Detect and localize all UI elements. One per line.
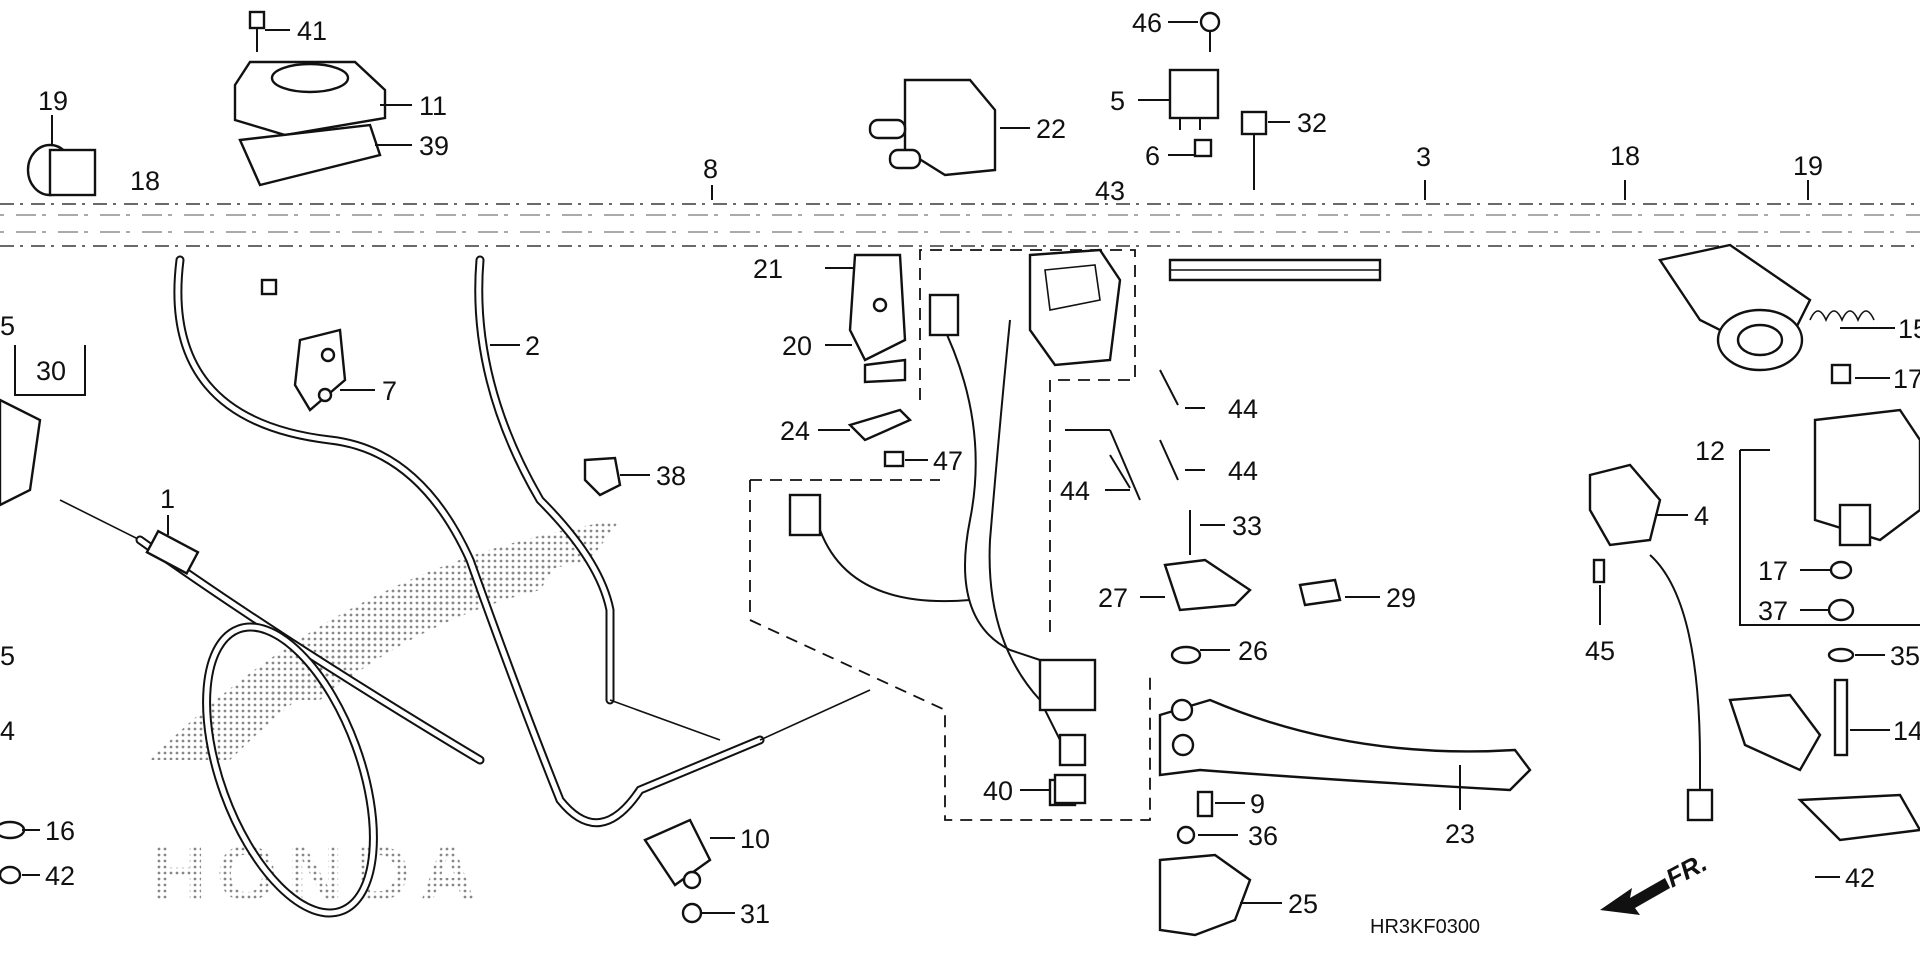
callout-18-right: 18 [1610,141,1640,171]
callout-9: 9 [1250,789,1265,819]
callout-labels: 41 11 39 19 18 22 5 6 46 32 43 8 3 18 19… [0,8,1920,929]
callout-18-left: 18 [130,166,160,196]
part-19-right-grip [1658,243,1812,372]
callout-5-left-b: 5 [0,641,15,671]
callout-27: 27 [1098,583,1128,613]
callout-44-c: 44 [1060,476,1090,506]
left-edge-parts [0,345,86,885]
part-22-switch [868,78,997,177]
part-25-holder [1158,790,1252,937]
callout-29: 29 [1386,583,1416,613]
callout-46: 46 [1132,8,1162,38]
diagram-code: HR3KF0300 [1370,916,1480,938]
part-23-lever [1158,698,1532,792]
callout-25: 25 [1288,889,1318,919]
part-2-cable [474,255,721,741]
callout-40: 40 [983,776,1013,806]
callout-31: 31 [740,899,770,929]
callout-14: 14 [1893,716,1920,746]
callout-44-b: 44 [1228,456,1258,486]
honda-watermark: HONDA [150,520,620,917]
callout-45: 45 [1585,636,1615,666]
scan-band [0,200,1920,250]
part-4-switch [1588,463,1714,822]
part-11-cover [233,10,387,187]
callout-17-bottom: 17 [1758,556,1788,586]
part-27-lever-bracket [1163,510,1342,612]
watermark-text: HONDA [150,829,486,917]
part-24-clip [847,408,913,442]
part-15-spring [1809,310,1875,322]
callout-3: 3 [1416,142,1431,172]
callout-19-left: 19 [38,86,68,116]
callout-2: 2 [525,331,540,361]
callout-22: 22 [1036,114,1066,144]
part-1-cable [59,499,485,918]
callout-39: 39 [419,131,449,161]
part-5-relay [1168,68,1220,158]
callout-36: 36 [1248,821,1278,851]
callout-37: 37 [1758,596,1788,626]
part-14-lever [1728,647,1920,842]
callout-5: 5 [1110,86,1125,116]
callout-21: 21 [753,254,783,284]
callout-5-left-a: 5 [0,311,15,341]
harness-group-box [749,479,1151,821]
part-7-bracket [260,278,347,412]
callout-4: 4 [1694,501,1709,531]
part-12-throttle-housing [1813,363,1920,622]
part-32-bolt [1240,110,1268,190]
callout-42-right: 42 [1845,863,1875,893]
callout-8: 8 [703,154,718,184]
part-20-bracket [848,253,907,384]
callout-43: 43 [1095,176,1125,206]
bracket-12 [1739,450,1920,626]
part-38-clamp [583,456,622,497]
callout-11: 11 [419,91,447,121]
callout-35: 35 [1890,641,1920,671]
callout-47: 47 [933,446,963,476]
callout-1: 1 [160,484,175,514]
callout-7: 7 [382,376,397,406]
callout-20: 20 [782,331,812,361]
callout-32: 32 [1297,108,1327,138]
part-44-screws [1065,369,1179,501]
callout-30: 30 [36,356,66,386]
part-40-connector [1053,773,1087,805]
part-47-nut [883,450,905,468]
part-10-clamp [643,818,712,924]
callout-38: 38 [656,461,686,491]
left-grip [26,143,97,197]
callout-19-right: 19 [1793,151,1823,181]
part-46-screw [1199,11,1221,52]
switch-housing [1028,248,1122,367]
callout-23: 23 [1445,819,1475,849]
clutch-cable [173,255,871,828]
callout-4-left: 4 [0,716,15,746]
part-3-grip [1168,258,1382,282]
front-direction-indicator: FR. [1600,847,1712,915]
part-26-spring [1170,645,1202,665]
callout-12: 12 [1695,436,1725,466]
callout-33: 33 [1232,511,1262,541]
callout-24: 24 [780,416,810,446]
switch-group-box [919,249,1136,640]
callout-16: 16 [45,816,75,846]
callout-26: 26 [1238,636,1268,666]
callout-41: 41 [297,16,327,46]
callout-15: 15 [1898,314,1920,344]
callout-6: 6 [1145,141,1160,171]
callout-17-top: 17 [1893,364,1920,394]
callout-10: 10 [740,824,770,854]
callout-44-a: 44 [1228,394,1258,424]
callout-42-left: 42 [45,861,75,891]
